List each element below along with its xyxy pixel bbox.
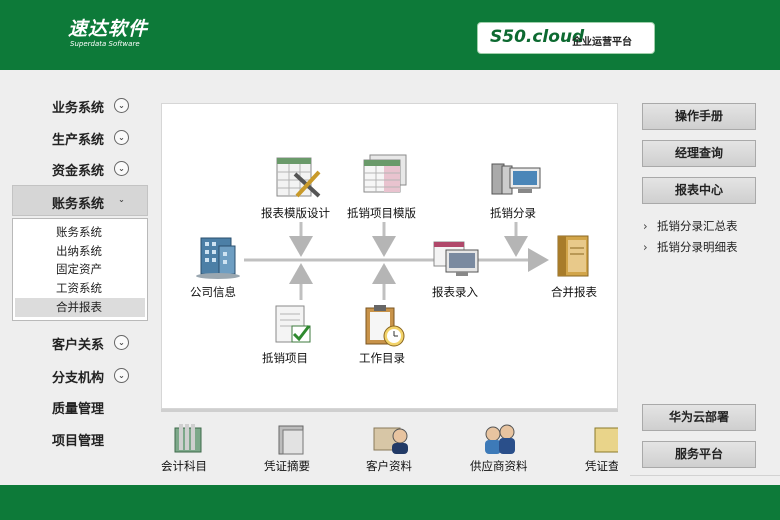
chevron-down-icon[interactable]: ⌄ <box>114 161 129 176</box>
submenu-item-fixed-assets[interactable]: 固定资产 <box>56 262 102 276</box>
node-label-merged-report[interactable]: 合并报表 <box>551 285 597 299</box>
link-offset-detail[interactable]: › 抵销分录明细表 <box>643 239 738 255</box>
manual-button[interactable]: 操作手册 <box>642 103 756 130</box>
menu-item-label: 质量管理 <box>52 402 105 417</box>
submenu-item-ledger[interactable]: 账务系统 <box>56 225 102 239</box>
menu-item-label: 分支机构 <box>52 371 105 386</box>
node-label-template-design[interactable]: 报表模版设计 <box>261 206 330 220</box>
chevron-down-icon[interactable]: ⌄ <box>114 335 129 350</box>
panel-shadow <box>161 409 618 412</box>
menu-item-label: 资金系统 <box>52 164 105 179</box>
menu-item-funds[interactable]: 资金系统 ⌄ <box>12 153 148 183</box>
template-sheets-icon[interactable] <box>360 154 410 198</box>
shortcut-bar: 会计科目 凭证摘要 客户资料 供应商资料 凭证查 <box>161 417 618 479</box>
flow-connectors <box>244 222 549 300</box>
suppliers-people-icon <box>485 424 515 454</box>
binders-icon[interactable] <box>554 234 594 280</box>
node-label-report-entry[interactable]: 报表录入 <box>432 285 478 299</box>
report-center-button[interactable]: 报表中心 <box>642 177 756 204</box>
menu-item-business[interactable]: 业务系统 ⌄ <box>12 90 148 120</box>
brand-logo: 速达软件 Superdata Software <box>68 18 148 49</box>
menu-item-accounting[interactable]: 账务系统 ⌄ <box>12 185 148 216</box>
submenu-item-cashier[interactable]: 出纳系统 <box>56 244 102 258</box>
chevron-down-icon[interactable]: ⌄ <box>114 368 129 383</box>
chevron-down-icon[interactable]: ⌄ <box>114 130 129 145</box>
shortcut-label: 供应商资料 <box>470 459 528 473</box>
node-label-offset-template[interactable]: 抵销项目模版 <box>347 206 416 220</box>
menu-item-label: 项目管理 <box>52 434 105 449</box>
menu-item-branches[interactable]: 分支机构 ⌄ <box>12 360 148 390</box>
logo-chinese-text: 速达软件 <box>68 18 149 40</box>
shortcut-label: 会计科目 <box>161 459 207 473</box>
menu-item-crm[interactable]: 客户关系 ⌄ <box>12 327 148 357</box>
menu-item-label: 生产系统 <box>52 133 105 148</box>
menu-item-label: 账务系统 <box>52 197 105 212</box>
submenu-item-payroll[interactable]: 工资系统 <box>56 281 102 295</box>
menu-item-label: 客户关系 <box>52 338 105 353</box>
voucher-folder-icon <box>278 425 304 455</box>
node-label-offset-entry[interactable]: 抵销分录 <box>490 206 536 220</box>
building-icon[interactable] <box>193 234 243 280</box>
product-name: S50.cloud <box>490 27 585 47</box>
chevron-right-icon: › <box>643 219 648 233</box>
ledger-books-icon <box>174 424 202 453</box>
customer-contact-icon <box>373 427 408 454</box>
accounting-submenu: 账务系统 出纳系统 固定资产 工资系统 合并报表 <box>12 218 148 321</box>
menu-item-label: 业务系统 <box>52 101 105 116</box>
app-footer <box>0 485 780 520</box>
menu-item-projects[interactable]: 项目管理 <box>12 423 148 453</box>
checklist-icon[interactable] <box>272 304 314 346</box>
voucher-search-icon <box>594 427 618 453</box>
chevron-down-icon[interactable]: ⌄ <box>118 195 125 204</box>
menu-item-production[interactable]: 生产系统 ⌄ <box>12 122 148 152</box>
shortcut-label: 客户资料 <box>366 459 412 473</box>
submenu-item-merged-report[interactable]: 合并报表 <box>15 298 145 317</box>
service-platform-button[interactable]: 服务平台 <box>642 441 756 468</box>
logo-english-text: Superdata Software <box>70 40 140 48</box>
computer-server-icon[interactable] <box>490 162 544 198</box>
chevron-right-icon: › <box>643 240 648 254</box>
huawei-cloud-button[interactable]: 华为云部署 <box>642 404 756 431</box>
node-label-offset-item[interactable]: 抵销项目 <box>262 351 308 365</box>
menu-item-quality[interactable]: 质量管理 <box>12 391 148 421</box>
right-divider <box>630 475 780 476</box>
clipboard-clock-icon[interactable] <box>362 304 408 350</box>
shortcut-label: 凭证摘要 <box>264 459 310 473</box>
flow-panel: 公司信息 报表模版设计 抵销项目模版 抵销分录 报表录入 <box>161 103 618 409</box>
chevron-down-icon[interactable]: ⌄ <box>114 98 129 113</box>
manager-query-button[interactable]: 经理查询 <box>642 140 756 167</box>
node-label-company-info[interactable]: 公司信息 <box>190 285 236 299</box>
link-label: 抵销分录汇总表 <box>657 219 738 233</box>
shortcut-label: 凭证查 <box>585 459 618 473</box>
product-badge: S50.cloud 企业运营平台 <box>477 22 655 54</box>
app-header: 速达软件 Superdata Software S50.cloud 企业运营平台 <box>0 0 780 70</box>
node-label-work-catalog[interactable]: 工作目录 <box>359 351 405 365</box>
report-monitor-icon[interactable] <box>432 240 482 278</box>
product-tagline: 企业运营平台 <box>572 37 632 48</box>
spreadsheet-tools-icon[interactable] <box>275 156 323 200</box>
link-offset-summary[interactable]: › 抵销分录汇总表 <box>643 218 738 234</box>
link-label: 抵销分录明细表 <box>657 240 738 254</box>
